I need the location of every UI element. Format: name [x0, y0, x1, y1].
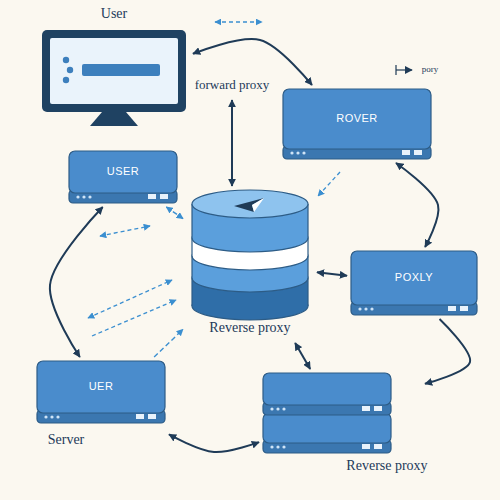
annotation: pory — [422, 64, 439, 75]
connector-arrow — [169, 434, 259, 452]
dashed-arrow — [92, 300, 176, 336]
connector-arrow — [396, 163, 438, 247]
proxy-hub-outline — [186, 190, 314, 340]
annotation: forward proxy — [195, 77, 270, 93]
connector-arrow — [154, 329, 183, 357]
connector-arrow — [317, 272, 347, 275]
network-device: USER — [68, 150, 178, 204]
node-label: POXLY — [395, 271, 433, 284]
connector-arrow — [166, 207, 183, 219]
dashed-arrow — [318, 172, 340, 196]
server-stack: Reverse proxy — [262, 372, 422, 476]
pointer-arrow — [396, 69, 412, 70]
network-device: POXLY — [350, 250, 478, 316]
node-label: User — [101, 6, 127, 23]
forward-arrow — [231, 100, 233, 186]
user-monitor-outline — [38, 6, 190, 134]
proxy-hub: Reverse proxy — [186, 190, 314, 340]
node-label: ROVER — [336, 112, 378, 125]
node-label: Reverse proxy — [209, 320, 290, 337]
node-label: USER — [107, 165, 140, 178]
dashed-arrow — [88, 280, 172, 318]
dashed-arrow — [215, 21, 262, 22]
server-device: UER Server — [36, 360, 166, 456]
node-label: Reverse proxy — [346, 458, 427, 475]
connector-arrow — [295, 343, 310, 369]
dashed-arrow — [100, 226, 150, 236]
node-label: Server — [48, 432, 85, 449]
user-monitor: User — [38, 6, 190, 134]
node-label: UER — [89, 380, 114, 393]
connector-arrow — [425, 319, 470, 384]
connector-arrow — [50, 207, 103, 357]
network-device: ROVER — [282, 88, 432, 160]
